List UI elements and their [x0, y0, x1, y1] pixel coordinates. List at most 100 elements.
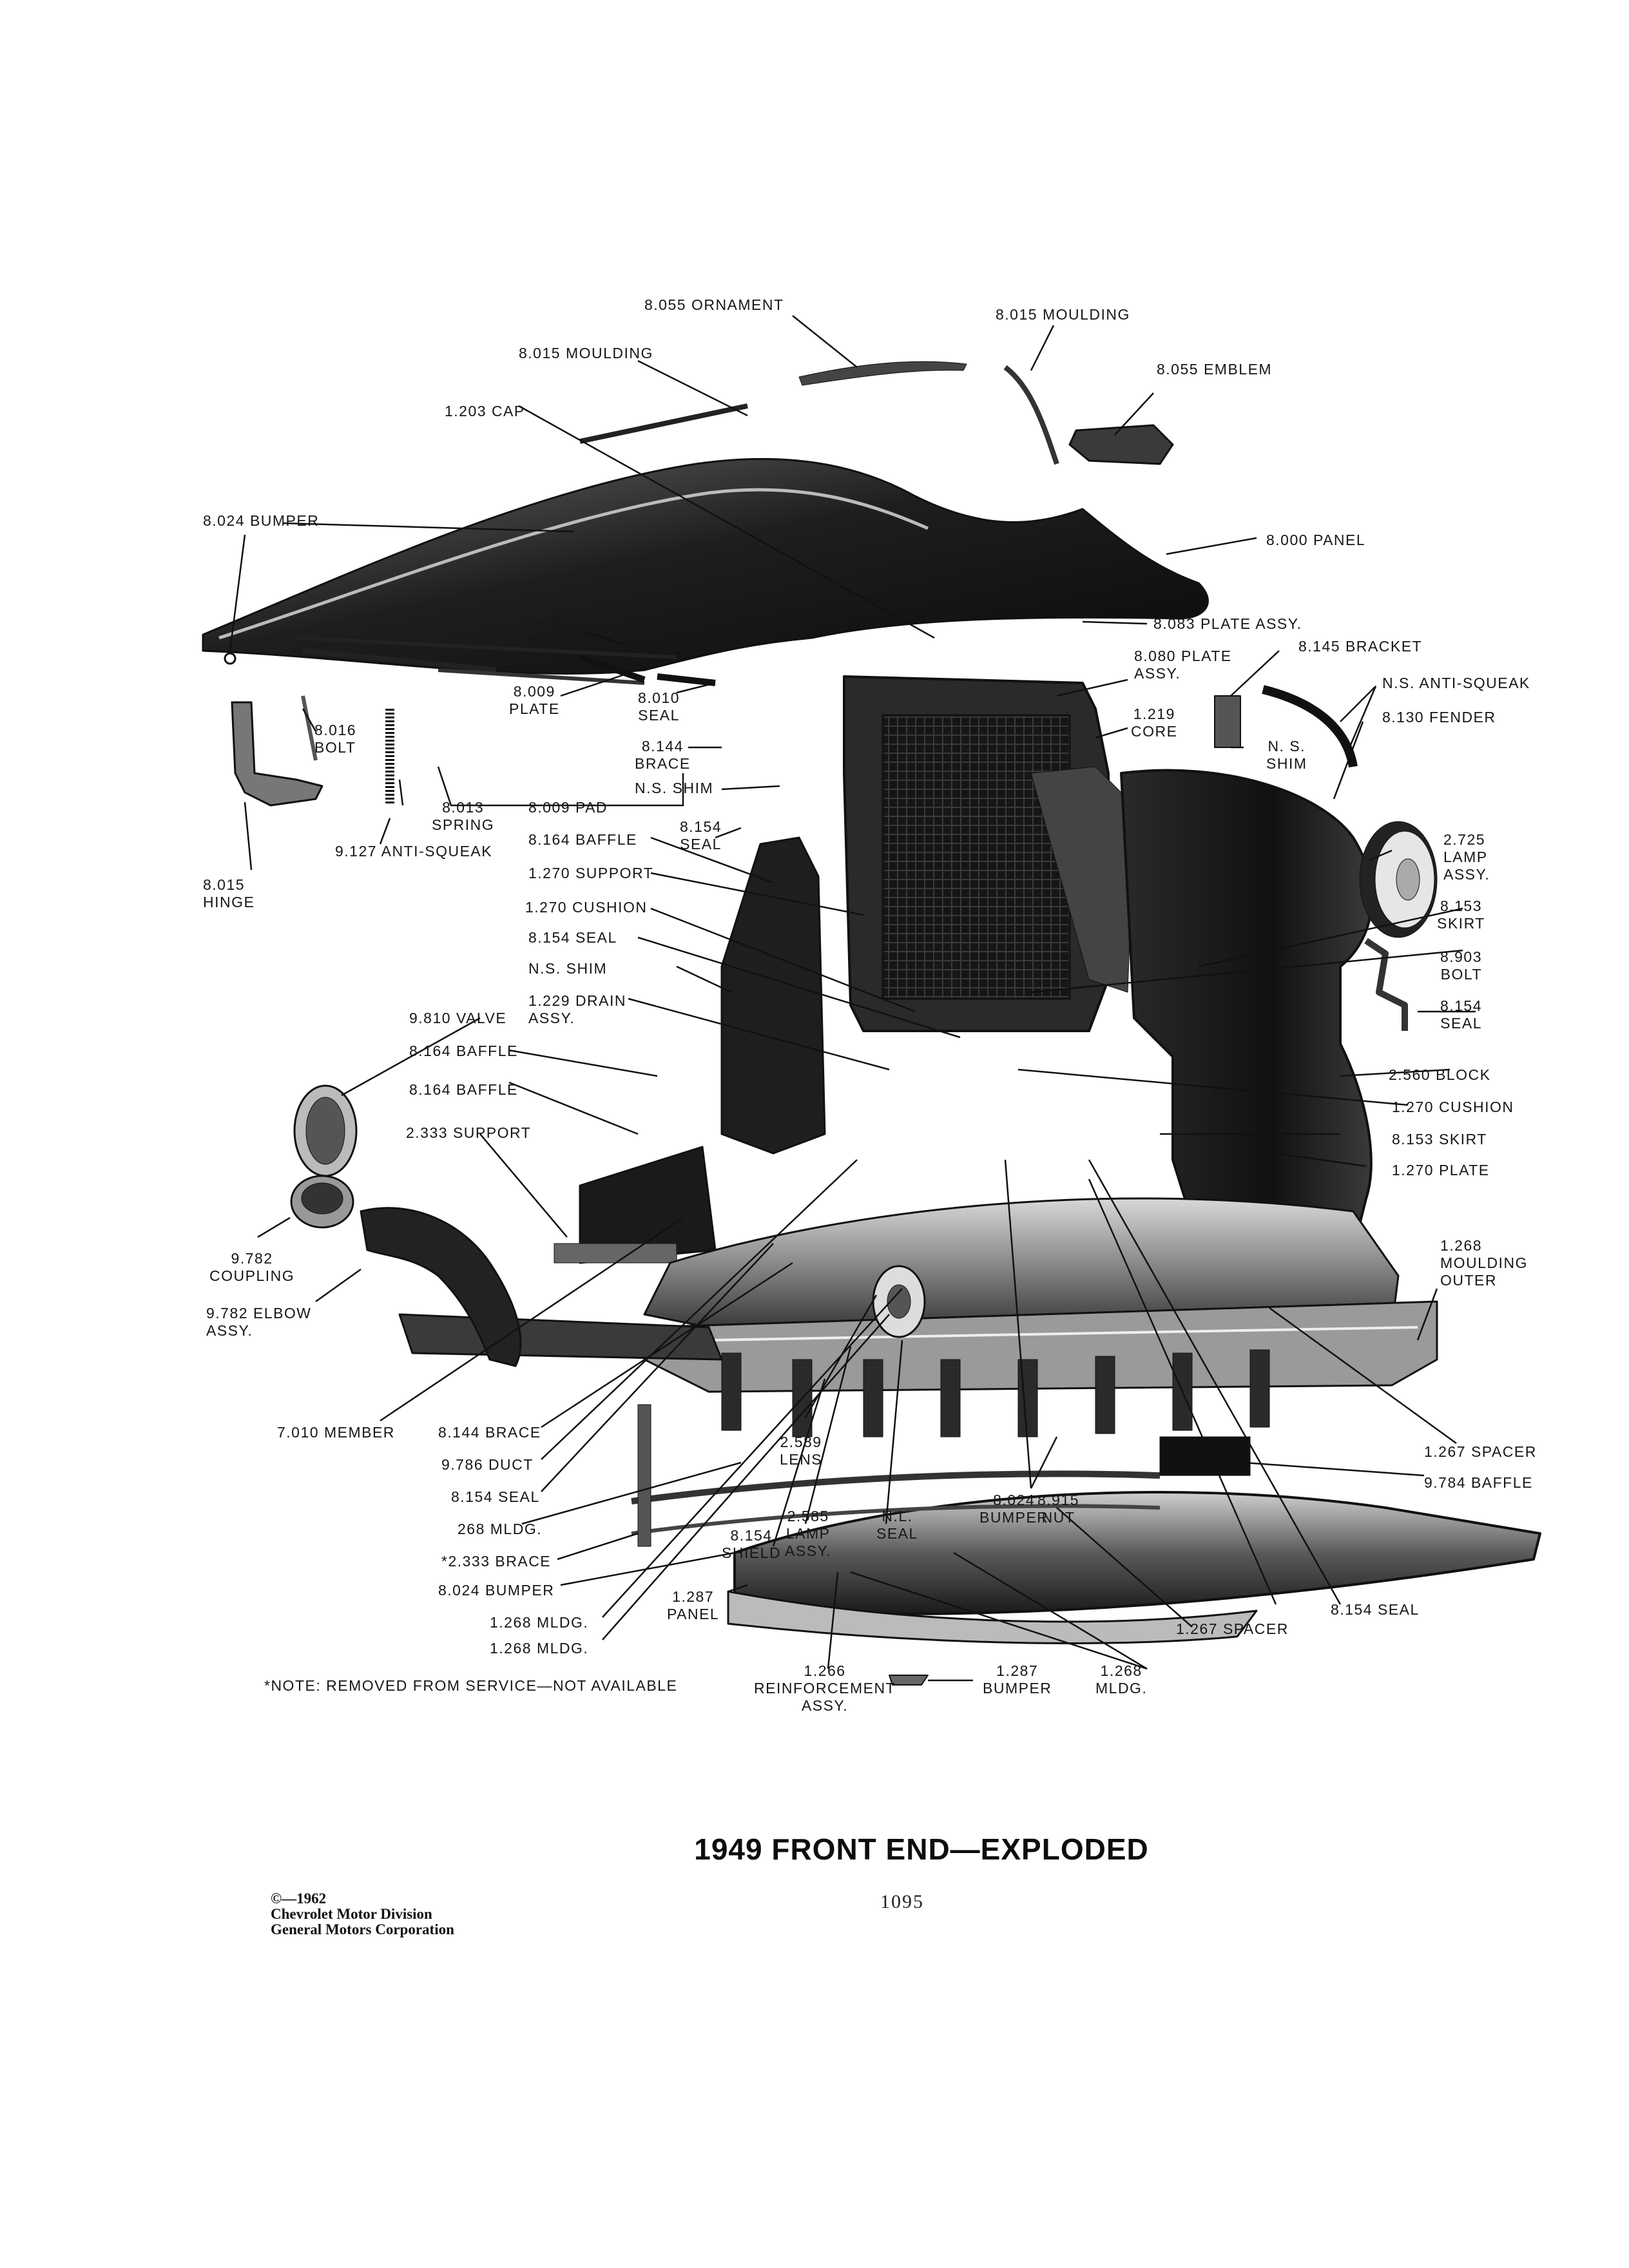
label-fender: 8.130 FENDER — [1382, 709, 1496, 726]
label-spacer-1267-r: 1.267 SPACER — [1424, 1443, 1537, 1461]
part-label-line: 8.016 — [314, 722, 357, 738]
part-label-line: 1.267 SPACER — [1424, 1443, 1537, 1460]
fender-shape — [1120, 769, 1373, 1277]
part-label-line: 9.782 ELBOW — [206, 1305, 312, 1321]
part-label-line: 8.024 BUMPER — [438, 1582, 555, 1599]
part-label-line: 8.015 MOULDING — [996, 306, 1130, 323]
part-label-line: ASSY. — [1443, 866, 1490, 883]
part-label-line: SEAL — [680, 836, 722, 852]
label-bumper-8024-l: 8.024 BUMPER — [438, 1582, 554, 1599]
label-baffle-8164-c: 8.164 BAFFLE — [409, 1081, 518, 1099]
part-label-line: 8.153 — [1440, 898, 1482, 914]
front-brace — [637, 1404, 651, 1547]
label-support-1270: 1.270 SUPPORT — [528, 865, 653, 882]
part-label-line: N.S. SHIM — [635, 780, 714, 796]
part-label-line: 8.130 FENDER — [1382, 709, 1496, 726]
label-mldg-1268-b: 1.268 MLDG. — [490, 1640, 588, 1657]
part-label-line: 8.010 — [638, 689, 680, 706]
label-panel-hood: 8.000 PANEL — [1266, 532, 1365, 549]
page-number: 1095 — [880, 1891, 924, 1912]
part-label-line: COUPLING — [209, 1267, 295, 1284]
service-note: *NOTE: REMOVED FROM SERVICE—NOT AVAILABL… — [264, 1677, 678, 1694]
part-label-line: 8.164 BAFFLE — [409, 1043, 518, 1059]
part-label-line: 8.080 PLATE — [1134, 648, 1232, 664]
part-label-line: 8.055 EMBLEM — [1157, 361, 1273, 378]
copyright-line: General Motors Corporation — [271, 1921, 454, 1937]
part-label-line: 8.164 BAFFLE — [528, 831, 637, 848]
part-label-line: REINFORCEMENT — [754, 1680, 896, 1696]
part-label-line: 8.154 SEAL — [528, 929, 617, 946]
part-label-line: ASSY. — [528, 1010, 575, 1026]
part-label-line: 1.229 DRAIN — [528, 992, 627, 1009]
part-label-line: 8.009 — [513, 683, 555, 700]
moulding-strip-right — [1003, 365, 1059, 465]
part-label-line: 8.013 — [442, 799, 485, 816]
part-label-line: LAMP — [1443, 849, 1488, 865]
page-title: 1949 FRONT END—EXPLODED — [694, 1832, 1149, 1866]
part-label-line: LENS — [780, 1451, 823, 1468]
part-label-line: CORE — [1131, 723, 1178, 740]
part-label-line: 1.287 — [996, 1662, 1039, 1679]
moulding-strip-left — [579, 403, 748, 444]
part-label-line: 8.164 BAFFLE — [409, 1081, 518, 1098]
part-label-line: 2.333 SUPPORT — [406, 1124, 532, 1141]
part-label-line: 1.270 SUPPORT — [528, 865, 654, 881]
part-label-line: 8.153 SKIRT — [1392, 1131, 1487, 1148]
label-mldg-268: 268 MLDG. — [458, 1521, 542, 1538]
part-label-line: 2.589 — [780, 1434, 822, 1450]
part-label-line: ASSY. — [801, 1697, 849, 1714]
part-label-line: 1.270 CUSHION — [1392, 1099, 1514, 1115]
leader-lines — [229, 315, 1476, 1682]
part-label-line: 1.203 CAP — [445, 403, 525, 419]
bumper-button — [224, 652, 236, 665]
part-label-line: 8.144 — [641, 738, 684, 754]
part-label-line: 8.145 BRACKET — [1298, 638, 1423, 655]
part-label-line: BRACE — [635, 755, 691, 772]
part-label-line: 8.144 BRACE — [438, 1424, 541, 1441]
part-label-line: *2.333 BRACE — [441, 1553, 552, 1570]
hood-panel — [202, 457, 1209, 675]
label-plate-1270: 1.270 PLATE — [1392, 1162, 1490, 1179]
part-label-line: 8.055 ORNAMENT — [644, 296, 784, 313]
part-label-line: 2.560 BLOCK — [1389, 1066, 1491, 1083]
copyright-line: ©—1962 — [271, 1890, 327, 1907]
part-label-line: 8.154 — [680, 818, 722, 835]
ornament-shape — [798, 361, 967, 386]
lower-moulding — [631, 1470, 1161, 1504]
radiator-core — [882, 714, 1071, 1000]
part-label-line: N.L. — [882, 1508, 913, 1524]
label-emblem: 8.055 EMBLEM — [1157, 361, 1272, 378]
part-label-line: 8.000 PANEL — [1266, 532, 1366, 548]
copyright-line: Chevrolet Motor Division — [271, 1906, 432, 1922]
label-spacer-1267-b: 1.267 SPACER — [1176, 1620, 1289, 1638]
part-label-line: 2.585 — [787, 1508, 829, 1524]
label-shim-right: N. S.SHIM — [1266, 738, 1307, 773]
part-label-line: N.S. SHIM — [528, 960, 608, 977]
label-pad: 8.009 PAD — [528, 799, 608, 816]
part-label-line: 1.219 — [1133, 706, 1175, 722]
part-label-line: PLATE — [509, 700, 560, 717]
label-block: 2.560 BLOCK — [1389, 1066, 1490, 1084]
part-label-line: 9.786 DUCT — [441, 1456, 534, 1473]
label-support-2333: 2.333 SUPPORT — [406, 1124, 531, 1142]
part-label-line: BUMPER — [979, 1509, 1049, 1526]
label-seal-8154-low: 8.154 SEAL — [451, 1488, 540, 1506]
parts-artwork — [202, 361, 1541, 1686]
hinge-shape — [231, 701, 323, 807]
bracket-shape — [1214, 695, 1241, 748]
